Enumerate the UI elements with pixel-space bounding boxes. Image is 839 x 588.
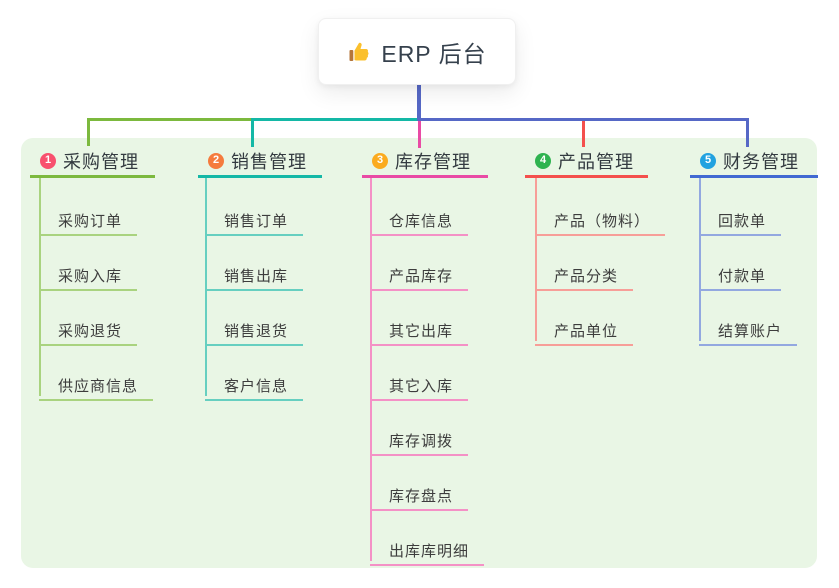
thumbs-up-icon — [347, 40, 371, 64]
tree-item[interactable]: 付款单 — [699, 248, 782, 291]
branch-number-badge: 5 — [700, 152, 716, 169]
item-label: 产品单位 — [554, 323, 619, 340]
tree-item[interactable]: 产品单位 — [535, 303, 634, 346]
tree-item[interactable]: 供应商信息 — [39, 358, 154, 401]
branch-number-badge: 2 — [208, 152, 224, 169]
tree-item[interactable]: 出库库明细 — [370, 523, 485, 566]
tree-item[interactable]: 回款单 — [699, 193, 782, 236]
item-label: 回款单 — [718, 213, 767, 230]
item-label: 付款单 — [718, 268, 767, 285]
item-label: 产品库存 — [389, 268, 454, 285]
item-label: 库存调拨 — [389, 433, 454, 450]
tree-item[interactable]: 库存盘点 — [370, 468, 469, 511]
root-node[interactable]: ERP 后台 — [318, 18, 516, 85]
branch-number-badge: 1 — [40, 152, 56, 169]
tree-item[interactable]: 产品分类 — [535, 248, 634, 291]
branch-header-caiwu[interactable]: 5 财务管理 — [690, 146, 818, 178]
item-label: 采购退货 — [58, 323, 123, 340]
item-label: 销售订单 — [224, 213, 289, 230]
tree-item[interactable]: 客户信息 — [205, 358, 304, 401]
branch-label: 采购管理 — [63, 151, 139, 172]
branch-header-xiaoshou[interactable]: 2 销售管理 — [198, 146, 322, 178]
item-label: 销售出库 — [224, 268, 289, 285]
tree-item[interactable]: 采购订单 — [39, 193, 138, 236]
branch-header-chanpin[interactable]: 4 产品管理 — [525, 146, 648, 178]
branches-panel — [21, 138, 817, 568]
tree-item[interactable]: 仓库信息 — [370, 193, 469, 236]
tree-item[interactable]: 销售出库 — [205, 248, 304, 291]
item-label: 库存盘点 — [389, 488, 454, 505]
tree-item[interactable]: 库存调拨 — [370, 413, 469, 456]
branch-label: 产品管理 — [558, 151, 634, 172]
branch-label: 财务管理 — [723, 151, 799, 172]
tree-item[interactable]: 其它入库 — [370, 358, 469, 401]
item-label: 其它入库 — [389, 378, 454, 395]
branch-stem — [535, 178, 537, 341]
branch-stem — [699, 178, 701, 341]
item-label: 出库库明细 — [389, 543, 470, 560]
tree-item[interactable]: 其它出库 — [370, 303, 469, 346]
item-label: 其它出库 — [389, 323, 454, 340]
branch-stem — [39, 178, 41, 396]
branch-header-kucun[interactable]: 3 库存管理 — [362, 146, 488, 178]
item-label: 采购订单 — [58, 213, 123, 230]
item-label: 产品分类 — [554, 268, 619, 285]
branch-label: 销售管理 — [231, 151, 307, 172]
branch-stem — [205, 178, 207, 396]
branch-header-caigou[interactable]: 1 采购管理 — [30, 146, 155, 178]
item-label: 供应商信息 — [58, 378, 139, 395]
branch-number-badge: 4 — [535, 152, 551, 169]
tree-item[interactable]: 销售退货 — [205, 303, 304, 346]
tree-item[interactable]: 销售订单 — [205, 193, 304, 236]
tree-item[interactable]: 采购入库 — [39, 248, 138, 291]
tree-item[interactable]: 产品（物料） — [535, 193, 666, 236]
item-label: 采购入库 — [58, 268, 123, 285]
item-label: 产品（物料） — [554, 213, 651, 230]
tree-item[interactable]: 产品库存 — [370, 248, 469, 291]
root-title: ERP 后台 — [381, 40, 487, 67]
item-label: 客户信息 — [224, 378, 289, 395]
tree-item[interactable]: 结算账户 — [699, 303, 798, 346]
branch-number-badge: 3 — [372, 152, 388, 169]
branch-label: 库存管理 — [395, 151, 471, 172]
item-label: 结算账户 — [718, 323, 783, 340]
branch-stem — [370, 178, 372, 561]
item-label: 销售退货 — [224, 323, 289, 340]
tree-item[interactable]: 采购退货 — [39, 303, 138, 346]
item-label: 仓库信息 — [389, 213, 454, 230]
